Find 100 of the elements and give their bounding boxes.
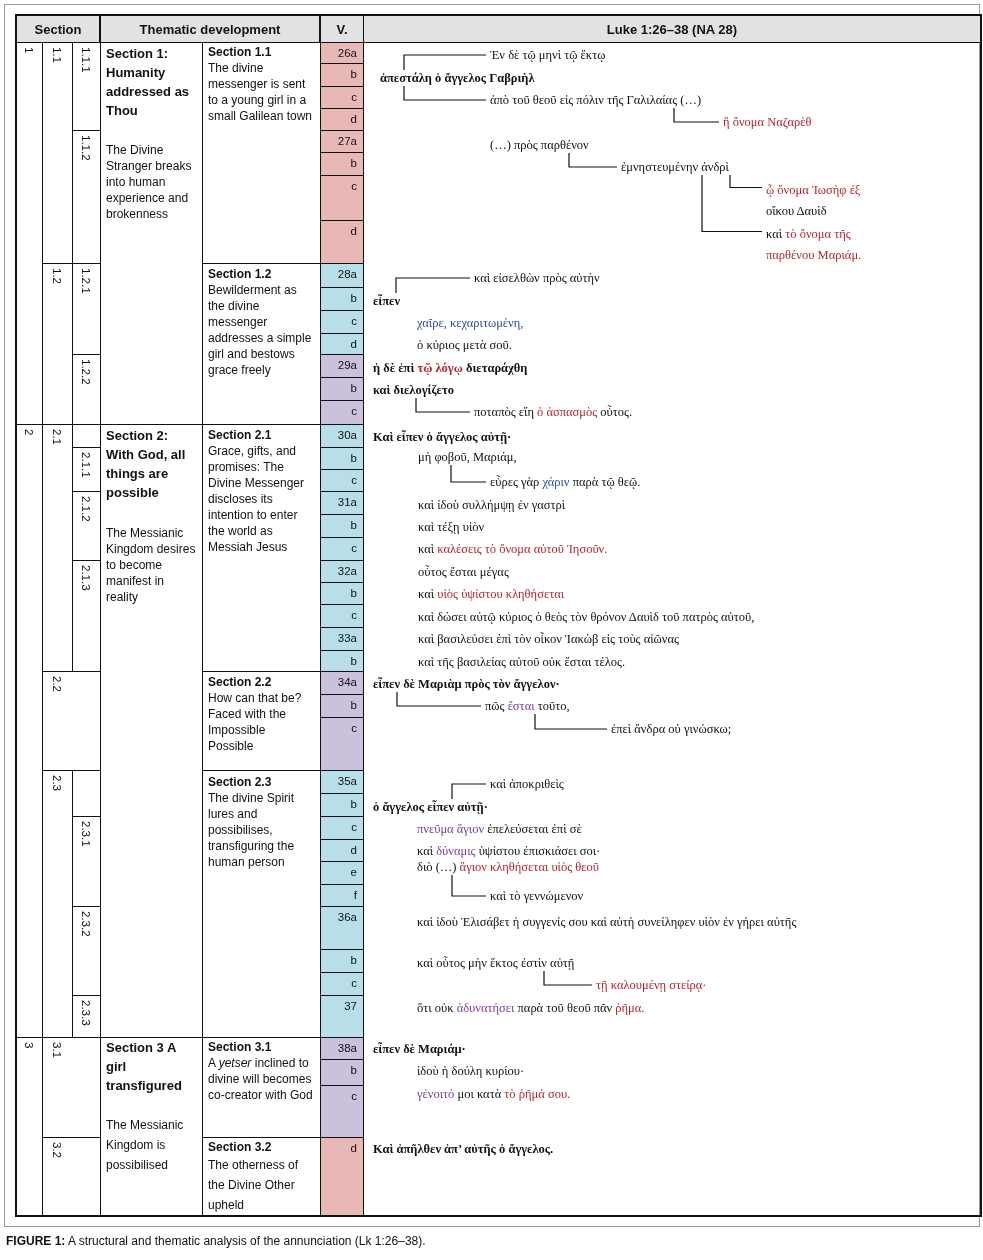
verse-line: εἶπεν δὲ Μαριάμ· — [372, 1041, 467, 1057]
verse-number: c — [320, 469, 364, 492]
verse-line: ὅτι οὐκ ἀδυνατήσει παρὰ τοῦ θεοῦ πᾶν ῥῆμα. — [416, 1000, 646, 1016]
verse-line: μὴ φοβοῦ, Μαριάμ, — [414, 449, 521, 465]
verse-number: c — [320, 537, 364, 561]
section-number: 1.2.2 — [79, 359, 93, 385]
verse-number: 31a — [320, 491, 364, 515]
bracket-connector — [568, 152, 618, 168]
verse-number: c — [320, 400, 364, 425]
verse-line: καὶ δώσει αὐτῷ κύριος ὁ θεὸς τὸν θρόνον Δαυὶδ τοῦ πατρὸς αὐτοῦ, — [417, 609, 756, 625]
section-heading: Section 3 A girl transfigured — [105, 1039, 183, 1095]
section-heading: Section 2.3 — [207, 774, 273, 790]
section-number: 2.3.3 — [79, 1000, 93, 1026]
section-description: Grace, gifts, and promises: The Divine Messenger discloses its intention to enter the world as Messiah Jesus — [207, 443, 306, 555]
verse-number: 35a — [320, 770, 364, 794]
verse-number: 38a — [320, 1037, 364, 1060]
verse-number: 36a — [320, 906, 364, 950]
section-description: The Messianic Kingdom desires to become manifest in reality — [105, 525, 197, 605]
verse-number: b — [320, 650, 364, 672]
verse-number: b — [320, 447, 364, 470]
section-number: 2 — [22, 429, 36, 436]
verse-line: καὶ δύναμις ὑψίστου ἐπισκιάσει σοι· — [416, 843, 602, 859]
verse-line: τῇ καλουμένῃ στείρᾳ· — [592, 977, 711, 993]
verse-line: Καὶ εἶπεν ὁ ἄγγελος αὐτῇ· — [372, 429, 513, 445]
figure-caption: FIGURE 1: A structural and thematic analysis of the annunciation (Lk 1:26–38). — [6, 1234, 426, 1248]
verse-line: πῶς ἔσται τοῦτο, — [481, 698, 574, 714]
verse-line: καὶ τὸ ὄνομα τῆς παρθένου Μαριάμ. — [762, 223, 880, 266]
section-number: 1.1.1 — [79, 47, 93, 73]
bracket-connector — [403, 85, 487, 101]
section-number: 3 — [22, 1042, 36, 1049]
verse-number: 30a — [320, 424, 364, 448]
verse-line: γένοιτό μοι κατὰ τὸ ῥῆμά σου. — [416, 1086, 572, 1102]
verse-line: οὗτος ἔσται μέγας — [417, 564, 510, 580]
verse-line: εἶπεν — [369, 293, 404, 309]
section-heading: Section 2.2 — [207, 674, 273, 690]
bracket-connector — [396, 691, 482, 707]
verse-number: b — [320, 793, 364, 817]
section-number: 2.1.1 — [79, 452, 93, 478]
section-description: How can that be? Faced with the Impossible Possible — [207, 690, 303, 754]
verse-number: 26a — [320, 42, 364, 64]
bracket-connector — [534, 713, 608, 730]
verse-line: Ἐν δὲ τῷ μηνὶ τῷ ἕκτῳ — [486, 47, 610, 63]
verse-line: εἶπεν δὲ Μαριὰμ πρὸς τὸν ἄγγελον· — [369, 676, 564, 692]
bracket-connector — [729, 174, 763, 189]
verse-line: (…) πρὸς παρθένον — [486, 137, 593, 153]
verse-line: καὶ καλέσεις τὸ ὄνομα αὐτοῦ Ἰησοῦν. — [417, 541, 609, 557]
section-heading: Section 1.2 — [207, 266, 273, 282]
verse-line: καὶ τῆς βασιλείας αὐτοῦ οὐκ ἔσται τέλος. — [417, 654, 627, 670]
verse-line: πνεῦμα ἅγιον ἐπελεύσεται ἐπὶ σὲ — [416, 821, 583, 837]
section-number: 2.1.2 — [79, 496, 93, 522]
bracket-connector — [395, 277, 471, 294]
verse-line: καὶ εἰσελθὼν πρὸς αὐτὴν — [470, 270, 604, 286]
verse-line: καὶ υἱὸς ὑψίστου κληθήσεται — [417, 586, 566, 602]
section-number: 1.2 — [50, 268, 64, 284]
section-number: 2.3.1 — [79, 821, 93, 847]
section-heading: Section 2.1 — [207, 427, 273, 443]
section-heading: Section 1: Humanity addressed as Thou — [105, 45, 191, 120]
verse-number: b — [320, 152, 364, 176]
verse-number: d — [320, 108, 364, 131]
bracket-connector — [673, 107, 720, 123]
section-description: The Messianic Kingdom is possibilised — [105, 1117, 185, 1174]
verse-line: καὶ τέξῃ υἱὸν — [417, 519, 486, 535]
verse-line: καὶ τὸ γεννώμενον — [486, 888, 588, 904]
column-header: Thematic development — [100, 15, 320, 43]
verse-line: καὶ διελογίζετο — [369, 382, 458, 398]
verse-line: καὶ ἰδοὺ Ἐλισάβετ ἡ συγγενίς σου καὶ αὐτὴ συνείληφεν υἱὸν ἐν γήρει αὐτῆς — [416, 914, 798, 930]
verse-number: c — [320, 1085, 364, 1138]
section-description: The otherness of the Divine Other upheld — [207, 1157, 300, 1214]
section-number: 2.3.2 — [79, 911, 93, 937]
section-heading: Section 1.1 — [207, 44, 273, 60]
verse-number: d — [320, 839, 364, 862]
verse-line: καὶ ἰδοὺ συλλήμψῃ ἐν γαστρὶ — [417, 497, 567, 513]
verse-number: 27a — [320, 130, 364, 153]
section-number: 1.1.2 — [79, 135, 93, 161]
verse-number: c — [320, 816, 364, 840]
verse-line: καὶ οὗτος μὴν ἕκτος ἐστὶν αὐτῇ — [413, 955, 579, 971]
column-header: Luke 1:26–38 (NA 28) — [363, 15, 981, 43]
verse-number: d — [320, 333, 364, 355]
section-description: The divine Spirit lures and possibilises, transfiguring the human person — [207, 790, 296, 870]
verse-line: Καὶ ἀπῆλθεν ἀπ’ αὐτῆς ὁ ἄγγελος. — [372, 1141, 555, 1157]
verse-number: 37 — [320, 995, 364, 1038]
verse-number: c — [320, 972, 364, 996]
bracket-connector — [701, 174, 763, 233]
verse-number: d — [320, 220, 364, 264]
section-number: 3.2 — [50, 1142, 64, 1158]
bracket-connector — [450, 464, 487, 483]
section-description: The Divine Stranger breaks into human experience and brokenness — [105, 142, 193, 222]
bracket-connector — [451, 783, 487, 800]
verse-number: b — [320, 514, 364, 538]
verse-number: f — [320, 884, 364, 907]
section-description: A yetser inclined to divine will becomes co-creator with God — [207, 1055, 314, 1103]
column-header: Section — [16, 15, 100, 43]
verse-line: χαῖρε, κεχαριτωμένη, — [416, 315, 525, 331]
verse-line: ἀπὸ τοῦ θεοῦ εἰς πόλιν τῆς Γαλιλαίας (…) — [486, 92, 706, 108]
section-number: 2.3 — [50, 775, 64, 791]
verse-line: ἡ δὲ ἐπὶ τῷ λόγῳ διεταράχθη — [372, 360, 529, 376]
verse-number: b — [320, 63, 364, 87]
verse-number: 33a — [320, 627, 364, 651]
verse-number: c — [320, 310, 364, 334]
section-number: 2.2 — [50, 676, 64, 692]
